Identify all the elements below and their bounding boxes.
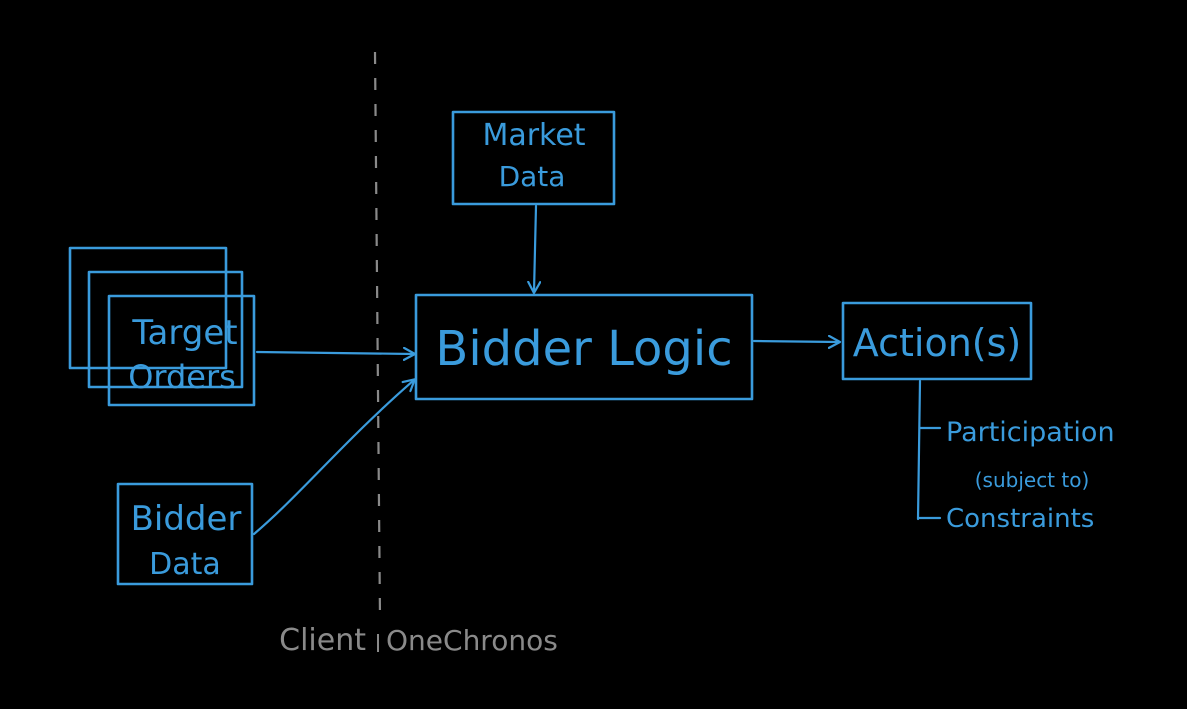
branch-stem — [916, 379, 922, 521]
edge-market-data-to-bidder-logic — [534, 204, 536, 292]
subject-to-label: (subject to) — [975, 468, 1090, 492]
actions-node: Action(s) — [841, 301, 1033, 381]
bidder-data-label-line1: Bidder — [131, 499, 242, 539]
bidder-logic-label: Bidder Logic — [435, 321, 732, 377]
target-orders-label-line2: Orders — [128, 358, 236, 396]
actions-label: Action(s) — [853, 321, 1021, 365]
bidder-data-node: Bidder Data — [116, 482, 254, 586]
constraints-label: Constraints — [946, 504, 1094, 534]
market-data-node: Market Data — [451, 110, 616, 206]
onechronos-label: OneChronos — [386, 624, 558, 657]
client-onechronos-divider — [373, 51, 382, 619]
bidder-data-label-line2: Data — [149, 547, 221, 582]
participation-label: Participation — [946, 417, 1115, 448]
market-data-label-line2: Data — [499, 160, 566, 193]
actions-branch: Participation (subject to) Constraints — [916, 379, 1115, 534]
target-orders-label-line1: Target — [131, 313, 237, 353]
edge-bidder-data-to-bidder-logic — [252, 380, 414, 536]
edge-bidder-logic-to-actions — [752, 341, 839, 342]
edge-target-orders-to-bidder-logic — [255, 352, 414, 354]
target-orders-node: Target Orders — [68, 246, 256, 407]
client-label: Client — [279, 623, 366, 658]
bidder-logic-node: Bidder Logic — [414, 293, 754, 401]
market-data-label-line1: Market — [482, 118, 585, 153]
